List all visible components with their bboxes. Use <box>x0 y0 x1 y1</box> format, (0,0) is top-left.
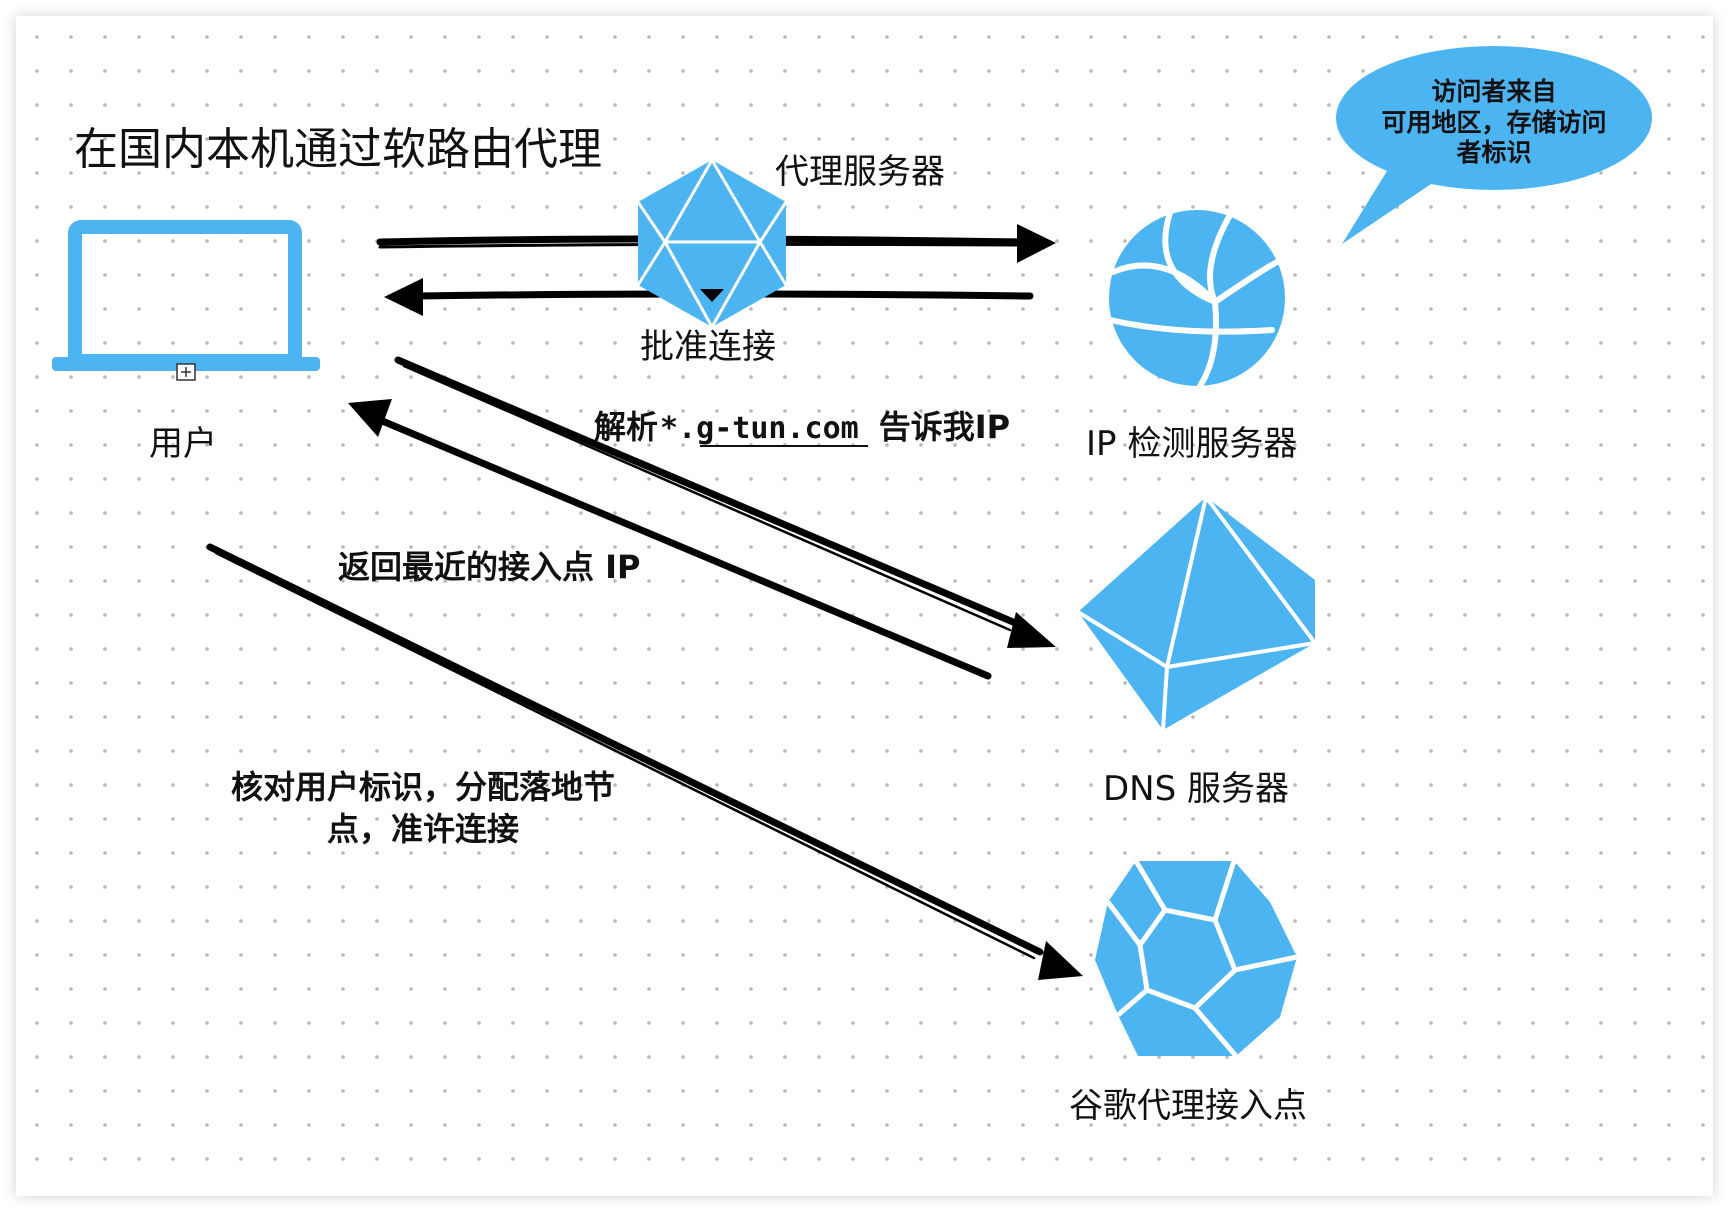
arrow-dns-to-user <box>348 399 992 680</box>
resolve-suffix: 告诉我IP <box>879 408 1010 446</box>
resolve-domain: *.g-tun.com <box>660 411 859 446</box>
arrow-user-to-accesspoint <box>206 543 1083 980</box>
proxy-label: 代理服务器 <box>775 152 945 192</box>
callout-line-1: 访问者来自 <box>1431 77 1556 106</box>
access-point-label: 谷歌代理接入点 <box>1069 1086 1307 1126</box>
octahedron-icon <box>1076 495 1317 731</box>
resolve-prefix: 解析 <box>594 408 658 446</box>
ip-check-node[interactable]: IP 检测服务器 <box>1086 210 1297 464</box>
resolve-label: 解析*.g-tun.com 告诉我IP <box>594 408 1010 446</box>
access-point-node[interactable]: 谷歌代理接入点 <box>1069 859 1307 1126</box>
callout-line-2: 可用地区，存储访问 <box>1381 108 1606 137</box>
user-node[interactable]: 用户 <box>52 220 320 464</box>
diagram-title: 在国内本机通过软路由代理 <box>74 124 602 175</box>
callout-line-3: 者标识 <box>1456 138 1531 167</box>
ip-check-label: IP 检测服务器 <box>1086 424 1297 464</box>
dodecahedron-icon <box>1095 859 1298 1058</box>
verify-label-line-1: 核对用户标识，分配落地节 <box>231 768 615 806</box>
icosahedron-icon <box>636 159 788 328</box>
arrow-user-to-dns <box>394 356 1056 648</box>
speech-callout: 访问者来自 可用地区，存储访问 者标识 <box>1336 46 1652 244</box>
approve-connection-label: 批准连接 <box>640 327 776 367</box>
volleyball-icon <box>1107 210 1285 389</box>
dns-label: DNS 服务器 <box>1103 769 1289 809</box>
proxy-node[interactable]: 代理服务器 <box>636 152 945 328</box>
dot-grid <box>22 22 1707 1190</box>
verify-label-line-2: 点，准许连接 <box>327 810 519 848</box>
laptop-icon <box>52 220 320 381</box>
dns-node[interactable]: DNS 服务器 <box>1076 495 1317 809</box>
user-label: 用户 <box>149 424 217 464</box>
return-ip-label: 返回最近的接入点 IP <box>338 548 641 586</box>
